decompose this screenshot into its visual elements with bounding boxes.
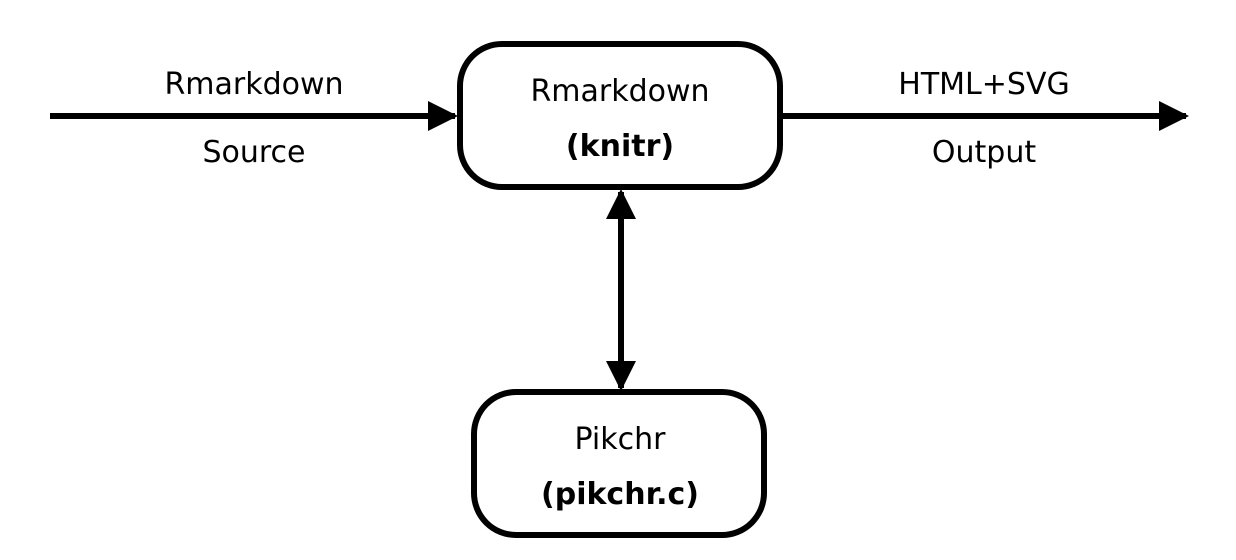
output-label-line2: Output <box>932 135 1036 170</box>
pikchr-box <box>471 389 767 538</box>
knitr-box-subtitle: (knitr) <box>566 129 674 164</box>
input-label-line2: Source <box>202 135 305 170</box>
output-label-line1: HTML+SVG <box>898 67 1069 102</box>
pikchr-box-title: Pikchr <box>575 422 667 457</box>
knitr-box <box>457 41 783 190</box>
pikchr-box-subtitle: (pikchr.c) <box>541 477 699 512</box>
knitr-box-title: Rmarkdown <box>530 74 709 109</box>
input-label-line1: Rmarkdown <box>164 67 343 102</box>
